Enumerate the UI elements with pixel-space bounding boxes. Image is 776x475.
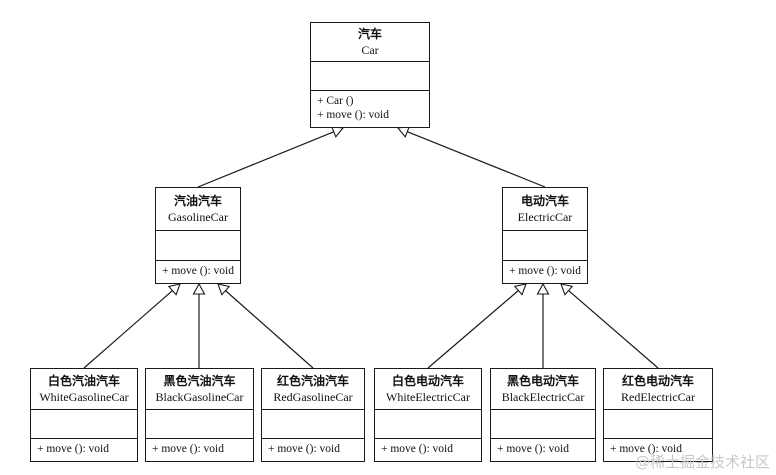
inheritance-edge-white-gasoline: [83, 283, 181, 369]
class-red-gasoline-car-operations: + move (): void: [262, 439, 364, 456]
class-gasoline-car-zh: 汽油汽车: [173, 194, 222, 208]
class-car-en: Car: [361, 43, 379, 57]
class-red-electric-car-zh: 红色电动汽车: [621, 374, 694, 388]
class-red-gasoline-car-attributes: [262, 410, 364, 439]
class-red-electric-car-name: 红色电动汽车 RedElectricCar: [604, 369, 712, 410]
class-black-electric-car: 黑色电动汽车 BlackElectricCar + move (): void: [490, 368, 596, 462]
edge-line: [427, 290, 519, 369]
class-electric-car-operations: + move (): void: [503, 261, 587, 278]
generalization-arrowhead-icon: [513, 283, 527, 296]
operation-white-gasoline-move: + move (): void: [37, 443, 109, 455]
class-white-gasoline-car-name: 白色汽油汽车 WhiteGasolineCar: [31, 369, 137, 410]
inheritance-edge-gasoline: [197, 126, 345, 188]
class-black-gasoline-car-name: 黑色汽油汽车 BlackGasolineCar: [146, 369, 253, 410]
inheritance-edge-black-electric: [536, 282, 550, 368]
class-red-gasoline-car-name: 红色汽油汽车 RedGasolineCar: [262, 369, 364, 410]
class-black-gasoline-car-operations: + move (): void: [146, 439, 253, 456]
generalization-arrowhead-icon: [192, 282, 206, 295]
operation-car-move: + move (): void: [317, 109, 389, 121]
class-black-electric-car-zh: 黑色电动汽车: [506, 374, 579, 388]
operation-white-electric-move: + move (): void: [381, 443, 453, 455]
class-gasoline-car: 汽油汽车 GasolineCar + move (): void: [155, 187, 241, 284]
class-black-electric-car-name: 黑色电动汽车 BlackElectricCar: [491, 369, 595, 410]
class-car-zh: 汽车: [357, 27, 382, 41]
inheritance-edge-black-gasoline: [192, 282, 206, 368]
class-red-gasoline-car-zh: 红色汽油汽车: [276, 374, 349, 388]
operation-car-constructor: + Car (): [317, 95, 354, 107]
generalization-arrowhead-icon: [396, 125, 411, 138]
class-car-attributes: [311, 62, 429, 91]
inheritance-edge-white-electric: [427, 283, 527, 369]
inheritance-edge-red-gasoline: [217, 283, 314, 369]
operation-black-gasoline-move: + move (): void: [152, 443, 224, 455]
class-gasoline-car-name: 汽油汽车 GasolineCar: [156, 188, 240, 231]
inheritance-edge-red-electric: [560, 283, 659, 369]
class-red-electric-car-attributes: [604, 410, 712, 439]
edge-line: [197, 131, 334, 188]
class-black-gasoline-car-zh: 黑色汽油汽车: [163, 374, 236, 388]
class-red-gasoline-car-en: RedGasolineCar: [273, 390, 353, 404]
generalization-arrowhead-icon: [167, 283, 181, 296]
class-electric-car: 电动汽车 ElectricCar + move (): void: [502, 187, 588, 284]
class-white-gasoline-car-operations: + move (): void: [31, 439, 137, 456]
operation-red-electric-move: + move (): void: [610, 443, 682, 455]
generalization-arrowhead-icon: [330, 126, 345, 138]
class-electric-car-zh: 电动汽车: [520, 194, 569, 208]
class-white-gasoline-car-zh: 白色汽油汽车: [47, 374, 120, 388]
class-white-electric-car-operations: + move (): void: [375, 439, 481, 456]
class-white-electric-car-zh: 白色电动汽车: [391, 374, 464, 388]
inheritance-edge-electric: [396, 125, 546, 188]
generalization-arrowhead-icon: [560, 283, 574, 296]
class-white-electric-car-en: WhiteElectricCar: [386, 390, 470, 404]
operation-gasoline-move: + move (): void: [162, 265, 234, 277]
class-gasoline-car-attributes: [156, 231, 240, 261]
class-car-name: 汽车 Car: [311, 23, 429, 62]
class-electric-car-attributes: [503, 231, 587, 261]
class-black-gasoline-car-en: BlackGasolineCar: [155, 390, 244, 404]
class-electric-car-name: 电动汽车 ElectricCar: [503, 188, 587, 231]
class-white-gasoline-car-attributes: [31, 410, 137, 439]
class-black-electric-car-operations: + move (): void: [491, 439, 595, 456]
class-white-gasoline-car-en: WhiteGasolineCar: [39, 390, 129, 404]
class-red-electric-car-operations: + move (): void: [604, 439, 712, 456]
generalization-arrowhead-icon: [217, 283, 231, 296]
class-car: 汽车 Car + Car () + move (): void: [310, 22, 430, 128]
edge-line: [225, 290, 314, 369]
operation-black-electric-move: + move (): void: [497, 443, 569, 455]
class-white-electric-car-name: 白色电动汽车 WhiteElectricCar: [375, 369, 481, 410]
class-black-electric-car-en: BlackElectricCar: [501, 390, 585, 404]
class-white-electric-car-attributes: [375, 410, 481, 439]
class-red-electric-car-en: RedElectricCar: [621, 390, 695, 404]
edge-line: [568, 290, 659, 369]
class-red-electric-car: 红色电动汽车 RedElectricCar + move (): void: [603, 368, 713, 462]
class-electric-car-en: ElectricCar: [517, 210, 573, 224]
operation-red-gasoline-move: + move (): void: [268, 443, 340, 455]
class-black-gasoline-car-attributes: [146, 410, 253, 439]
class-white-electric-car: 白色电动汽车 WhiteElectricCar + move (): void: [374, 368, 482, 462]
watermark-text: @稀土掘金技术社区: [634, 453, 770, 471]
class-gasoline-car-en: GasolineCar: [168, 210, 228, 224]
class-white-gasoline-car: 白色汽油汽车 WhiteGasolineCar + move (): void: [30, 368, 138, 462]
generalization-arrowhead-icon: [536, 282, 550, 295]
class-gasoline-car-operations: + move (): void: [156, 261, 240, 278]
operation-electric-move: + move (): void: [509, 265, 581, 277]
edge-line: [83, 290, 173, 369]
edge-line: [407, 131, 546, 188]
class-car-operations: + Car () + move (): void: [311, 91, 429, 122]
class-black-gasoline-car: 黑色汽油汽车 BlackGasolineCar + move (): void: [145, 368, 254, 462]
class-red-gasoline-car: 红色汽油汽车 RedGasolineCar + move (): void: [261, 368, 365, 462]
class-black-electric-car-attributes: [491, 410, 595, 439]
